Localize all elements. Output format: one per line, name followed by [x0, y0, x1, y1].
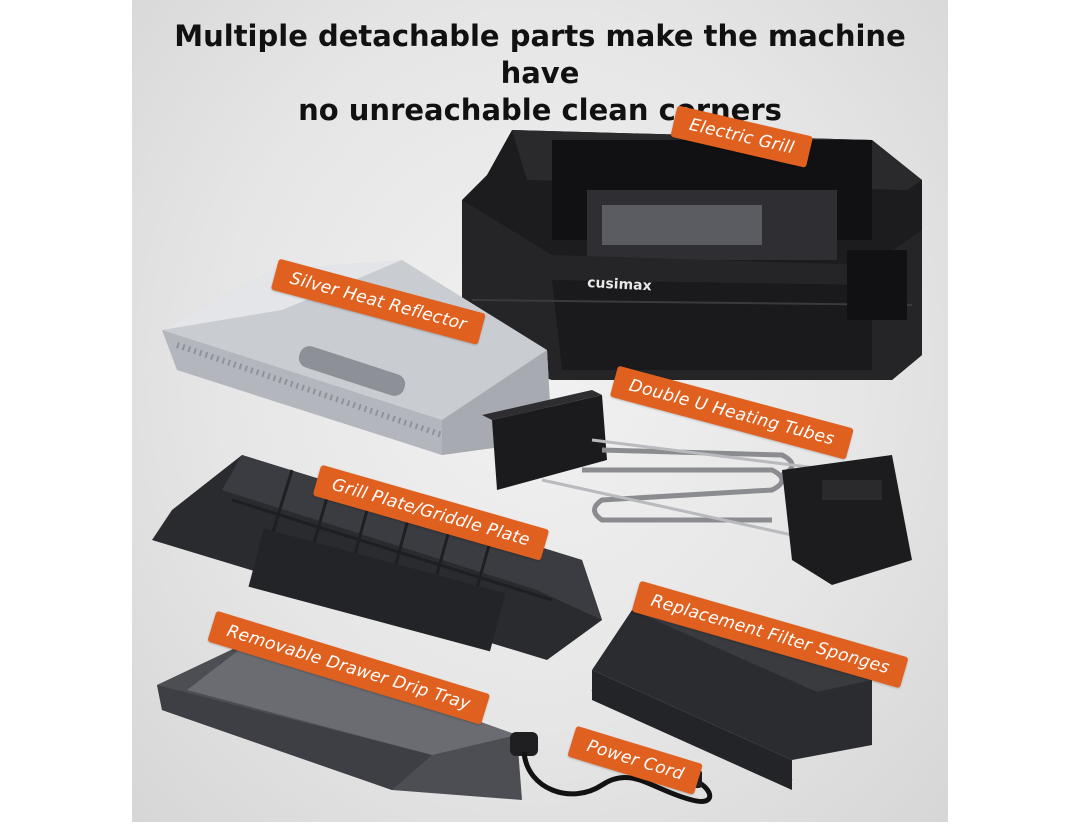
drip-tray — [157, 640, 522, 800]
parts-illustration: cusimax — [152, 130, 922, 804]
product-image-panel: cusimax — [132, 0, 948, 822]
brand-logo: cusimax — [587, 275, 652, 294]
headline-line-1: Multiple detachable parts make the machi… — [174, 19, 906, 90]
electric-grill-body — [462, 130, 922, 380]
headline: Multiple detachable parts make the machi… — [132, 18, 948, 129]
double-u-heating-tubes — [482, 390, 912, 585]
